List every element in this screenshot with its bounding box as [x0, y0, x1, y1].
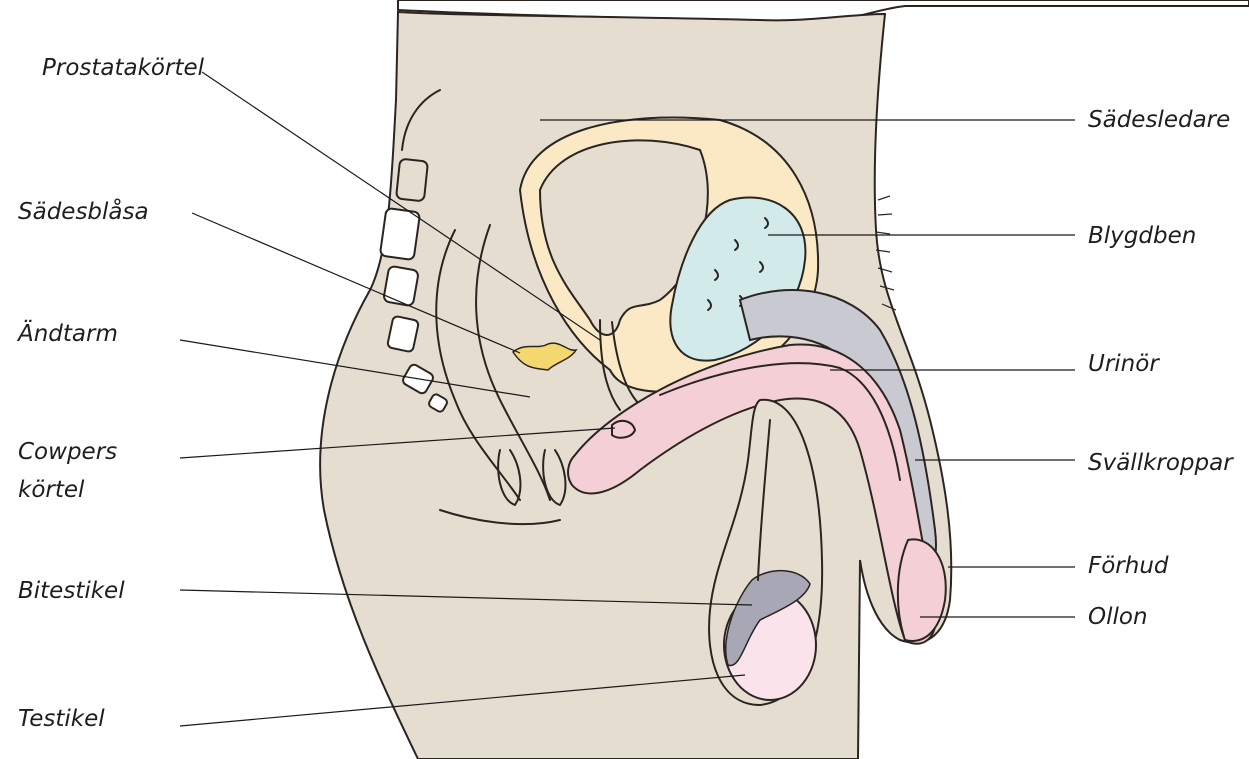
label-urinor: Urinör [1088, 348, 1159, 380]
label-svallkroppar: Svällkroppar [1088, 447, 1233, 479]
label-testikel: Testikel [18, 703, 105, 735]
label-sadesledare: Sädesledare [1088, 104, 1230, 136]
label-forhud: Förhud [1088, 550, 1169, 582]
label-bitestikel: Bitestikel [18, 575, 125, 607]
label-cowpers-line2: körtel [18, 474, 84, 506]
label-andtarm: Ändtarm [18, 318, 118, 350]
label-blygdben: Blygdben [1088, 220, 1196, 252]
label-sadesblasa: Sädesblåsa [18, 196, 149, 228]
label-prostatakortel: Prostatakörtel [42, 52, 204, 84]
label-ollon: Ollon [1088, 601, 1148, 633]
label-cowpers-line1: Cowpers [18, 436, 117, 468]
